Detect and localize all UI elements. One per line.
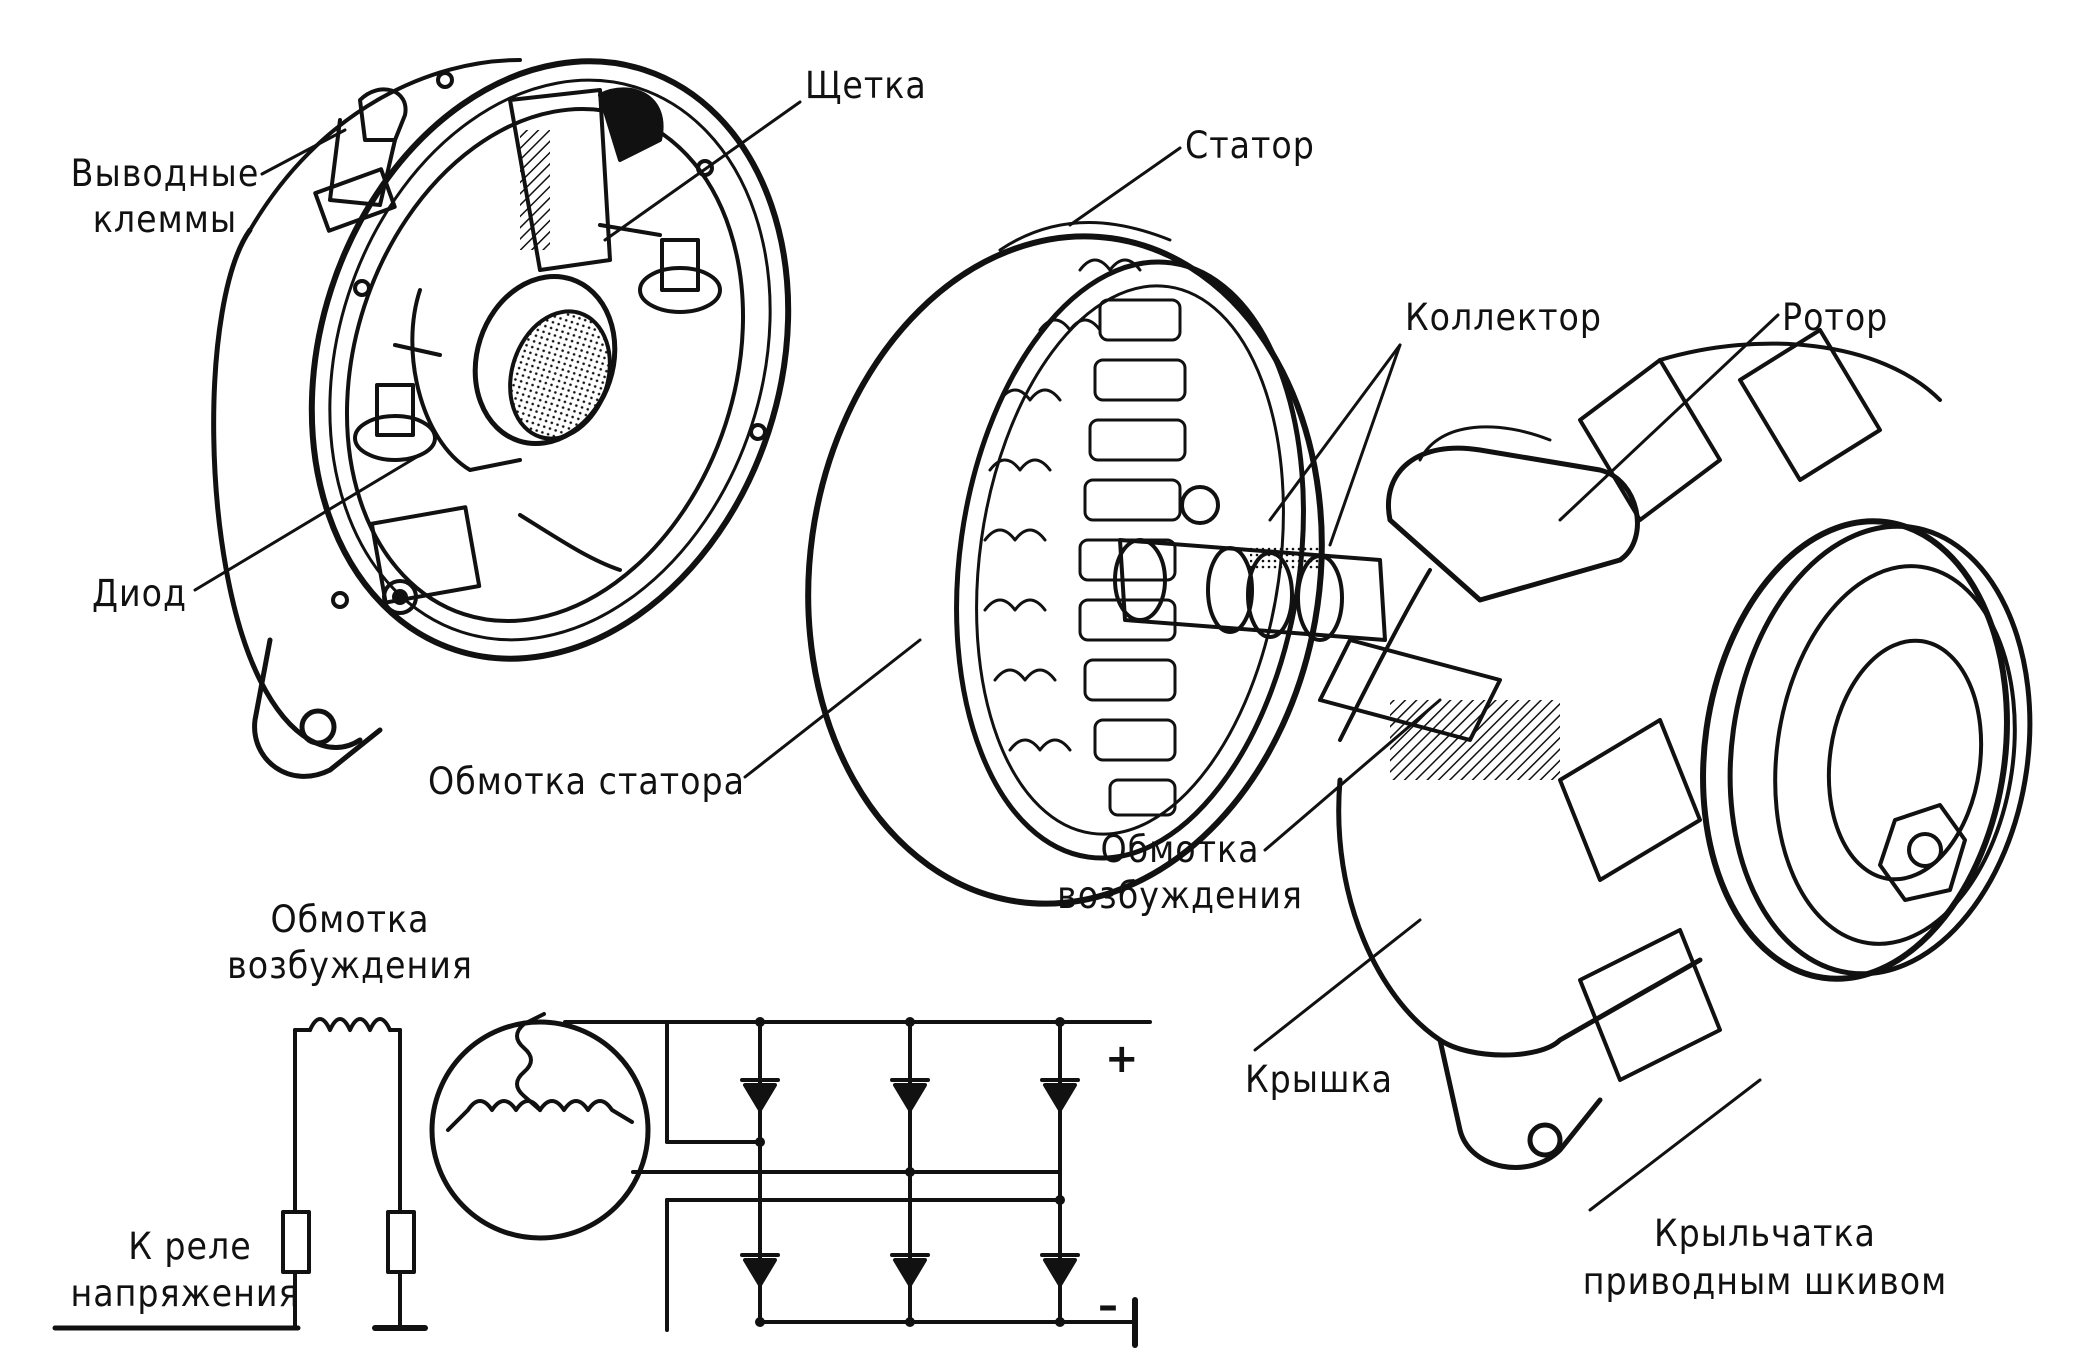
label-diode: Диод	[92, 572, 188, 615]
label-stator: Статор	[1185, 124, 1315, 167]
minus-terminal-sign: –	[1098, 1283, 1118, 1329]
leader-lines	[193, 100, 1780, 1212]
label-collector: Коллектор	[1405, 296, 1603, 339]
rotor-assembly	[1113, 328, 2033, 1170]
label-stator-winding: Обмотка статора	[428, 760, 746, 803]
label-relay-line2: напряжения	[70, 1272, 300, 1315]
label-brush: Щетка	[805, 64, 927, 107]
label-field-winding-line1: Обмотка	[1100, 828, 1260, 871]
label-fan-line1: Крыльчатка	[1654, 1212, 1876, 1255]
label-cover: Крышка	[1245, 1058, 1394, 1101]
plus-terminal-sign: +	[1105, 1036, 1139, 1082]
label-schematic-field-line1: Обмотка	[270, 898, 430, 941]
label-output-terminals-line2: клеммы	[92, 198, 238, 241]
schematic	[52, 1012, 1152, 1348]
end-housing	[211, 58, 792, 779]
label-relay-line1: К реле	[128, 1225, 252, 1268]
label-output-terminals-line1: Выводные	[70, 152, 260, 195]
label-rotor: Ротор	[1782, 296, 1889, 339]
label-fan-line2: приводным шкивом	[1582, 1260, 1948, 1303]
label-field-winding-line2: возбуждения	[1057, 874, 1303, 917]
label-schematic-field-line2: возбуждения	[227, 944, 473, 987]
